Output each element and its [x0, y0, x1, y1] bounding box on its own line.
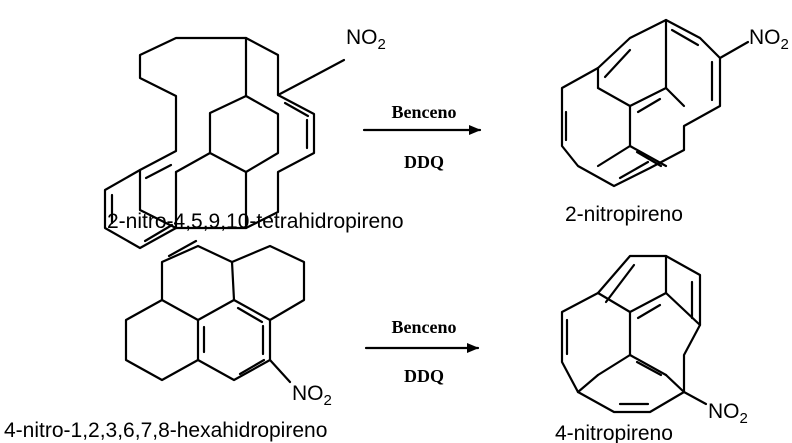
4-nitropyrene-structure: NO2: [560, 254, 748, 427]
reagent-ddq-1: DDQ: [404, 152, 444, 172]
nitro-group-label: NO2: [346, 26, 386, 53]
reagent-ddq-2: DDQ: [404, 366, 444, 386]
nitro-group-label-reactant-2: NO2: [292, 382, 332, 409]
nitro-group-label-product-1: NO2: [749, 26, 789, 53]
nitro-group-label-product-2: NO2: [708, 400, 748, 427]
tetrahydropyrene-structure: NO2: [103, 26, 386, 250]
reactant-1-name: 2-nitro-4,5,9,10-tetrahidropireno: [107, 210, 404, 233]
2-nitropyrene-structure: NO2: [560, 18, 789, 188]
product-1-name: 2-nitropireno: [565, 203, 683, 226]
reactant-2-name: 4-nitro-1,2,3,6,7,8-hexahidropireno: [4, 419, 327, 442]
hexahydropyrene-structure: NO2: [124, 239, 332, 409]
product-2-name: 4-nitropireno: [555, 422, 673, 443]
reagent-benceno-2: Benceno: [392, 317, 457, 337]
reagent-benceno-1: Benceno: [392, 102, 457, 122]
